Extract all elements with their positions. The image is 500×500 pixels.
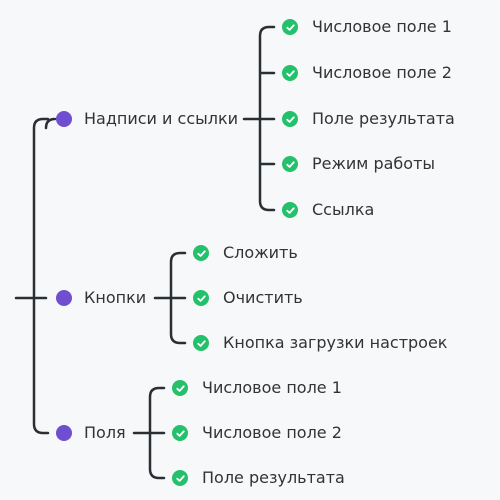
leaf-label: Сложить	[223, 243, 298, 262]
leaf-node[interactable]: Кнопка загрузки настроек	[193, 331, 447, 355]
check-circle-icon	[282, 65, 298, 81]
leaf-label: Очистить	[223, 288, 303, 307]
leaf-label: Поле результата	[202, 468, 345, 487]
group-node-fields[interactable]: Поля	[56, 421, 126, 445]
group-label: Надписи и ссылки	[84, 109, 239, 128]
leaf-node[interactable]: Поле результата	[172, 466, 345, 490]
group-label: Кнопки	[84, 288, 147, 307]
purple-dot-icon	[56, 111, 72, 127]
check-circle-icon	[282, 202, 298, 218]
check-circle-icon	[193, 290, 209, 306]
check-circle-icon	[282, 111, 298, 127]
leaf-node[interactable]: Числовое поле 1	[282, 15, 452, 39]
check-circle-icon	[282, 156, 298, 172]
leaf-label: Числовое поле 2	[202, 423, 342, 442]
group-node-labels-links[interactable]: Надписи и ссылки	[56, 107, 238, 131]
leaf-node[interactable]: Режим работы	[282, 152, 435, 176]
check-circle-icon	[172, 425, 188, 441]
group2-brace	[169, 251, 187, 345]
leaf-label: Числовое поле 1	[312, 17, 452, 36]
check-circle-icon	[172, 470, 188, 486]
leaf-node[interactable]: Поле результата	[282, 107, 455, 131]
leaf-label: Режим работы	[312, 154, 436, 173]
purple-dot-icon	[56, 290, 72, 306]
leaf-node[interactable]: Очистить	[193, 286, 303, 310]
leaf-node[interactable]: Числовое поле 2	[172, 421, 342, 445]
check-circle-icon	[193, 335, 209, 351]
leaf-node[interactable]: Ссылка	[282, 198, 374, 222]
check-circle-icon	[193, 245, 209, 261]
leaf-label: Поле результата	[312, 109, 455, 128]
group-label: Поля	[84, 423, 126, 442]
leaf-label: Кнопка загрузки настроек	[223, 333, 448, 352]
leaf-node[interactable]: Числовое поле 1	[172, 376, 342, 400]
purple-dot-icon	[56, 425, 72, 441]
group3-brace	[148, 386, 166, 480]
leaf-node[interactable]: Сложить	[193, 241, 298, 265]
group1-brace	[258, 25, 276, 212]
leaf-label: Числовое поле 1	[202, 378, 342, 397]
leaf-label: Числовое поле 2	[312, 63, 452, 82]
group-node-buttons[interactable]: Кнопки	[56, 286, 146, 310]
root-trunk	[32, 117, 57, 435]
check-circle-icon	[172, 380, 188, 396]
leaf-node[interactable]: Числовое поле 2	[282, 61, 452, 85]
check-circle-icon	[282, 19, 298, 35]
leaf-label: Ссылка	[312, 200, 375, 219]
